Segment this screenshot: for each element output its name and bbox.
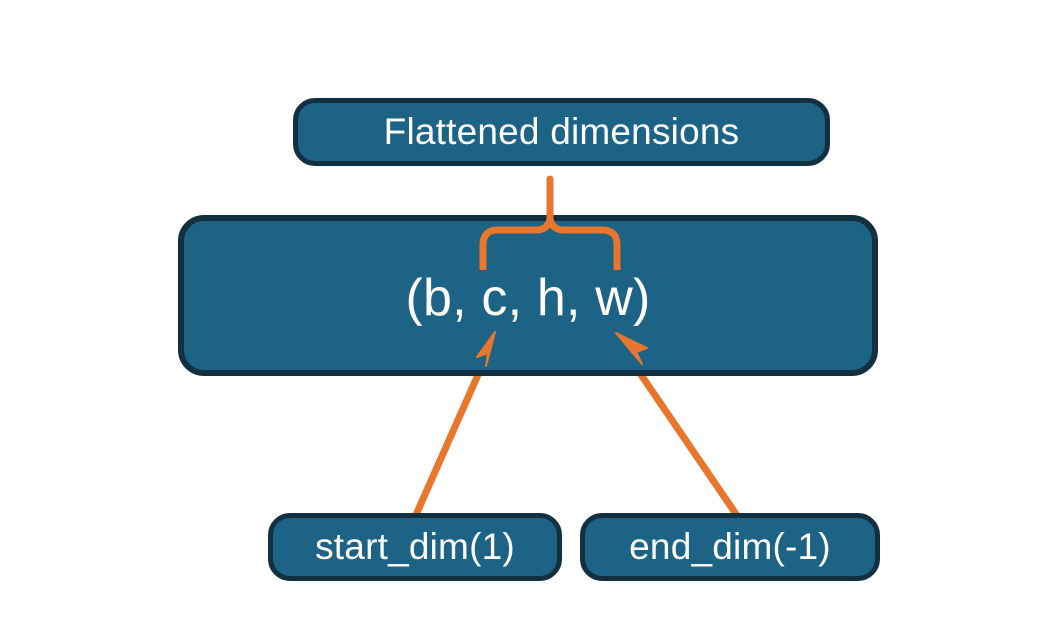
node-end-dim-label: end_dim(-1) xyxy=(629,526,831,567)
node-flattened-dimensions[interactable]: Flattened dimensions xyxy=(293,98,830,166)
node-end-dim[interactable]: end_dim(-1) xyxy=(580,513,880,581)
node-tensor-shape-label: (b, c, h, w) xyxy=(405,268,651,327)
node-tensor-shape[interactable]: (b, c, h, w) xyxy=(178,215,878,376)
node-start-dim[interactable]: start_dim(1) xyxy=(268,513,562,581)
node-flattened-dimensions-label: Flattened dimensions xyxy=(383,111,740,152)
node-start-dim-label: start_dim(1) xyxy=(315,526,515,567)
